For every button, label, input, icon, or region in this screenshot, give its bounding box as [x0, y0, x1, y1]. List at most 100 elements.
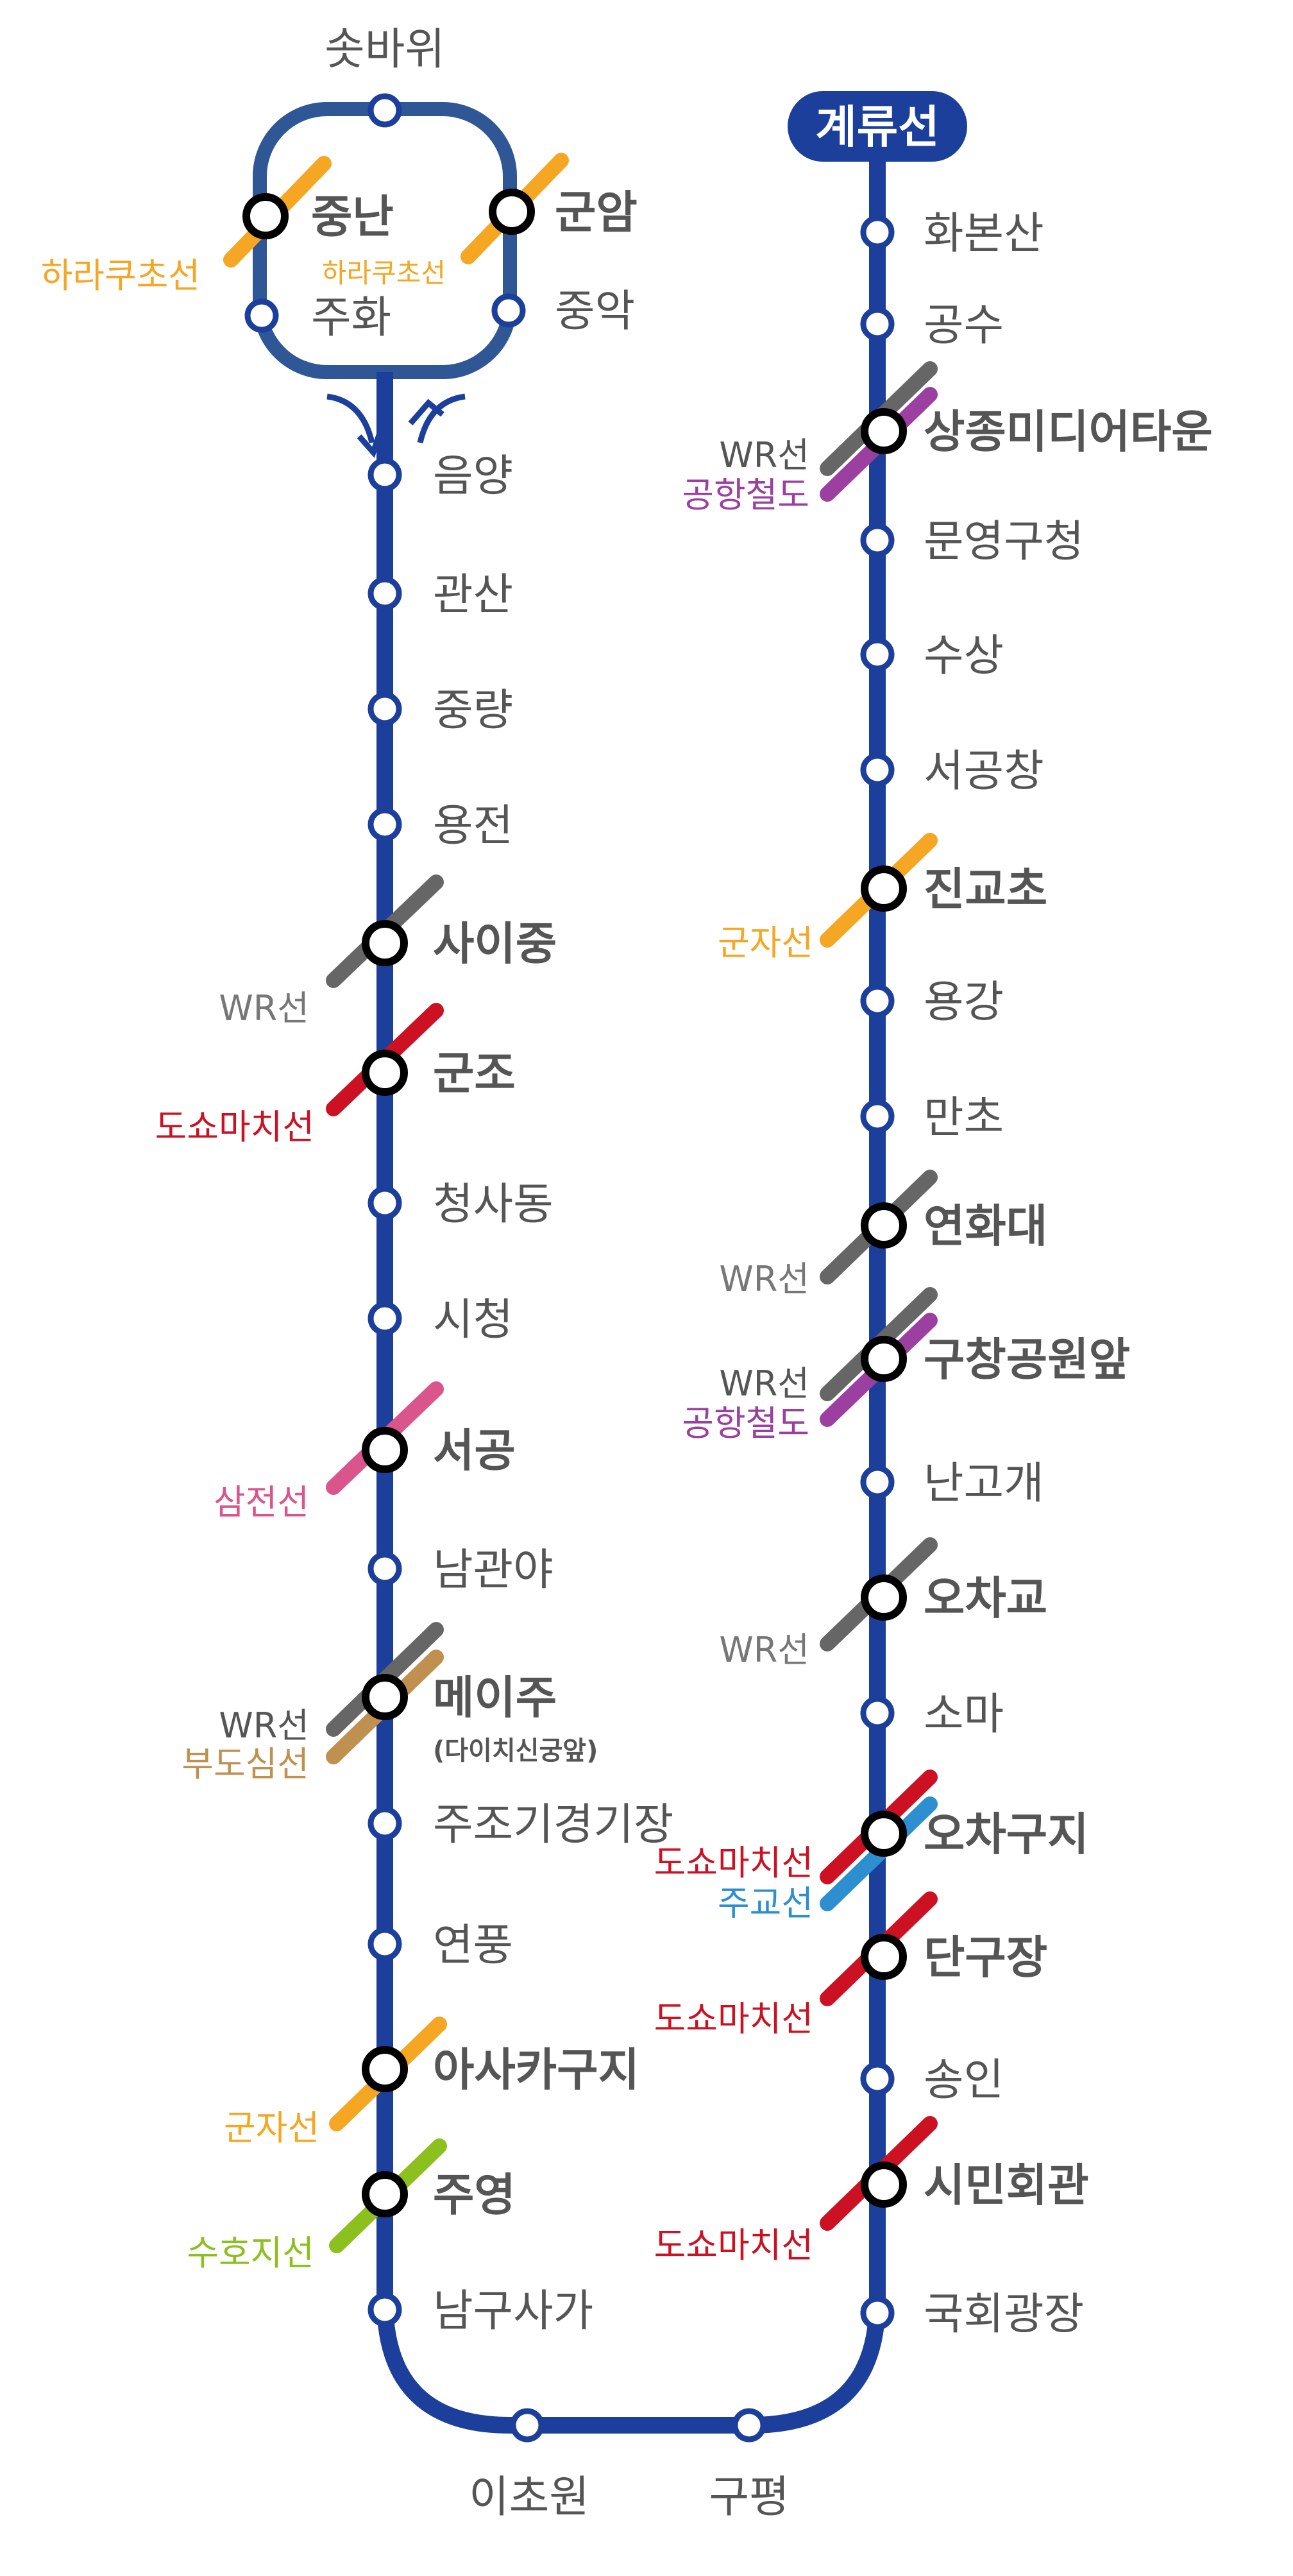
station-label-susang: 수상 — [924, 631, 1004, 681]
station-marker-sotbawi[interactable] — [368, 93, 402, 128]
transfer-label-gunam-harakuku: 하라쿠초선 — [322, 257, 446, 289]
transfer-stations — [242, 189, 907, 2217]
station-marker-yeonhwadae[interactable] — [861, 1202, 907, 1249]
station-marker-meiju[interactable] — [362, 1674, 408, 1720]
station-marker-nangogae[interactable] — [860, 1465, 895, 1499]
station-marker-gwansan[interactable] — [368, 576, 402, 611]
station-marker-ochaguji[interactable] — [861, 1811, 907, 1857]
station-marker-jujogi[interactable] — [368, 1806, 402, 1841]
transfer-label-asakaguji-gunja: 군자선 — [224, 2108, 319, 2148]
station-label-hwabonsan: 화본산 — [924, 209, 1044, 259]
station-marker-jungnan[interactable] — [242, 193, 289, 239]
regular-stations — [244, 93, 895, 2443]
line-badge-label: 계류선 — [815, 101, 939, 153]
station-label-meiju-sub: (다이치신궁앞) — [433, 1736, 598, 1766]
station-marker-soma[interactable] — [860, 1696, 895, 1730]
station-marker-seogong[interactable] — [362, 1427, 408, 1473]
station-marker-jingyocho[interactable] — [861, 866, 907, 912]
station-label-eumyang: 음양 — [433, 451, 513, 502]
station-label-seogong: 서공 — [433, 1424, 516, 1477]
transfer-label-siminhoegwan-dosho: 도쇼마치선 — [654, 2225, 813, 2265]
station-marker-jungak[interactable] — [491, 293, 526, 328]
station-marker-susang[interactable] — [860, 637, 895, 672]
regular-station-labels: 솟바위 주화 중악 음양 관산 중량 용전 청사동 시청 남관야 주조기경기장 … — [311, 24, 1084, 2523]
station-marker-ichowon[interactable] — [510, 2408, 545, 2443]
transfer-label-seogong-samjeon: 삼전선 — [214, 1482, 309, 1523]
station-marker-cheongsadong[interactable] — [368, 1186, 402, 1220]
transfer-label-ochagyo-wr: WR선 — [719, 1630, 809, 1670]
station-label-yeonpung: 연풍 — [433, 1920, 513, 1971]
station-label-mancho: 만초 — [924, 1093, 1004, 1143]
transfer-label-sangjong-airport: 공항철도 — [682, 475, 809, 515]
station-label-gunam: 군암 — [555, 186, 638, 239]
loop-arrowhead-left — [357, 430, 384, 458]
station-label-meiju: 메이주 — [433, 1671, 557, 1724]
station-marker-seogongchang[interactable] — [860, 753, 895, 787]
station-marker-juhwa[interactable] — [244, 298, 279, 333]
station-label-yeonhwadae: 연화대 — [924, 1200, 1047, 1252]
station-marker-siminhoegwan[interactable] — [861, 2162, 907, 2208]
station-label-jingyocho: 진교초 — [924, 863, 1047, 916]
station-label-sotbawi: 솟바위 — [325, 24, 445, 75]
station-marker-eumyang[interactable] — [368, 457, 402, 492]
transfer-label-yeonhwadae-wr: WR선 — [719, 1259, 809, 1299]
station-marker-mancho[interactable] — [860, 1099, 895, 1134]
station-marker-juyeong[interactable] — [362, 2171, 408, 2217]
station-label-saijung: 사이중 — [433, 917, 557, 970]
transfer-label-gunjo-dosho: 도쇼마치선 — [155, 1107, 314, 1147]
transfer-label-ochaguji-dosho: 도쇼마치선 — [654, 1843, 813, 1883]
station-label-ichowon: 이초원 — [469, 2472, 589, 2523]
station-label-jungryang: 중량 — [433, 685, 513, 736]
station-marker-guchang[interactable] — [861, 1336, 907, 1382]
station-label-siminhoegwan: 시민회관 — [924, 2159, 1089, 2212]
station-label-munyeong: 문영구청 — [924, 516, 1084, 567]
transfer-line-labels: 하라쿠초선 하라쿠초선 WR선 도쇼마치선 삼전선 WR선 부도심선 군자선 수… — [41, 255, 813, 2273]
station-label-namgwanya: 남관야 — [433, 1545, 554, 1596]
station-marker-namgusaga[interactable] — [368, 2292, 402, 2327]
station-label-asakaguji: 아사카구지 — [433, 2043, 639, 2096]
line-badge-pill — [788, 91, 967, 162]
station-label-nangogae: 난고개 — [924, 1458, 1044, 1509]
station-marker-sangjong[interactable] — [861, 408, 907, 454]
transfer-label-jungnan-harakuku: 하라쿠초선 — [41, 255, 200, 296]
station-marker-gupyeong[interactable] — [732, 2408, 766, 2443]
transfer-label-meiju-wr: WR선 — [219, 1705, 309, 1746]
station-marker-yeonpung[interactable] — [368, 1927, 402, 1961]
transfer-label-dangujang-dosho: 도쇼마치선 — [654, 1999, 813, 2039]
transfer-label-guchang-airport: 공항철도 — [682, 1403, 809, 1444]
station-label-ochaguji: 오차구지 — [924, 1808, 1089, 1861]
station-marker-hwabonsan[interactable] — [860, 215, 895, 250]
transfer-label-saijung-wr: WR선 — [219, 988, 309, 1028]
station-label-jungnan: 중난 — [311, 191, 394, 243]
station-marker-namgwanya[interactable] — [368, 1551, 402, 1586]
station-label-ochagyo: 오차교 — [924, 1572, 1047, 1625]
station-label-gongsu: 공수 — [924, 300, 1004, 351]
station-marker-gunam[interactable] — [489, 189, 535, 235]
station-marker-yonggang[interactable] — [860, 984, 895, 1018]
station-label-cheongsadong: 청사동 — [433, 1179, 554, 1230]
station-marker-ochagyo[interactable] — [861, 1574, 907, 1621]
station-marker-sicheong[interactable] — [368, 1301, 402, 1336]
station-marker-dangujang[interactable] — [861, 1934, 907, 1980]
station-marker-munyeong[interactable] — [860, 523, 895, 558]
station-marker-saijung[interactable] — [362, 920, 408, 966]
station-marker-asakaguji[interactable] — [362, 2046, 408, 2092]
station-marker-songin[interactable] — [860, 2061, 895, 2096]
station-label-yonggang: 용강 — [924, 977, 1004, 1028]
station-marker-gongsu[interactable] — [860, 307, 895, 341]
station-label-jujogi: 주조기경기장 — [433, 1800, 673, 1850]
station-marker-yongjeon[interactable] — [368, 807, 402, 842]
station-marker-gukhoe[interactable] — [860, 2296, 895, 2330]
station-label-songin: 송인 — [924, 2055, 1004, 2106]
station-label-namgusaga: 남구사가 — [433, 2286, 593, 2337]
station-label-seogongchang: 서공창 — [924, 746, 1044, 797]
left-trunk-track — [376, 135, 886, 2434]
station-marker-jungryang[interactable] — [368, 692, 402, 726]
station-label-sicheong: 시청 — [433, 1295, 513, 1345]
station-marker-gunjo[interactable] — [362, 1050, 408, 1096]
loop-arrow-left — [326, 393, 375, 444]
station-label-gunjo: 군조 — [433, 1047, 516, 1100]
station-label-gukhoe: 국회광장 — [924, 2289, 1084, 2340]
transfer-station-labels: 중난 군암 사이중 군조 서공 메이주 (다이치신궁앞) 아사카구지 주영 상종… — [311, 186, 1213, 2221]
